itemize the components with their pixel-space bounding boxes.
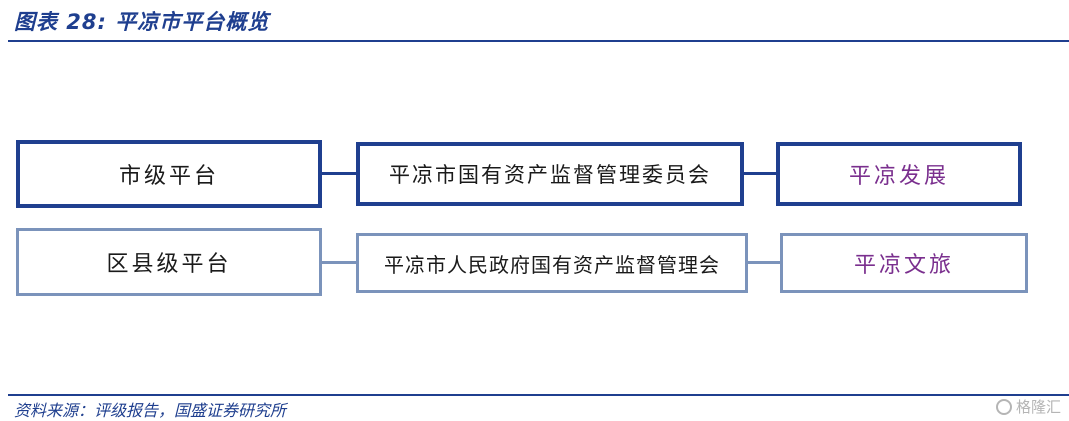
authority-label: 平凉市国有资产监督管理委员会: [389, 163, 711, 187]
authority-label: 平凉市人民政府国有资产监督管理会: [384, 252, 720, 277]
level-label: 市级平台: [118, 164, 219, 189]
level-label: 区县级平台: [106, 252, 232, 277]
connector-line: [748, 261, 780, 264]
authority-box-city: 平凉市国有资产监督管理委员会: [356, 142, 744, 206]
watermark-logo-icon: [995, 398, 1012, 415]
title-divider: [8, 40, 1069, 42]
watermark-text: 格隆汇: [1015, 398, 1061, 416]
figure-title: 图表 28: 平凉市平台概览: [14, 10, 270, 34]
platform-box-county: 平凉文旅: [780, 233, 1028, 293]
footer-divider: [8, 394, 1069, 396]
platform-label: 平凉文旅: [853, 253, 954, 278]
authority-box-county: 平凉市人民政府国有资产监督管理会: [356, 233, 748, 293]
connector-line: [322, 261, 356, 264]
watermark: 格隆汇: [995, 396, 1061, 417]
platform-box-city: 平凉发展: [776, 142, 1022, 206]
level-box-county: 区县级平台: [16, 228, 322, 296]
connector-line: [744, 172, 776, 175]
source-note: 资料来源：评级报告，国盛证券研究所: [14, 401, 287, 420]
connector-line: [322, 172, 356, 175]
level-box-city: 市级平台: [16, 140, 322, 208]
platform-label: 平凉发展: [848, 164, 949, 189]
